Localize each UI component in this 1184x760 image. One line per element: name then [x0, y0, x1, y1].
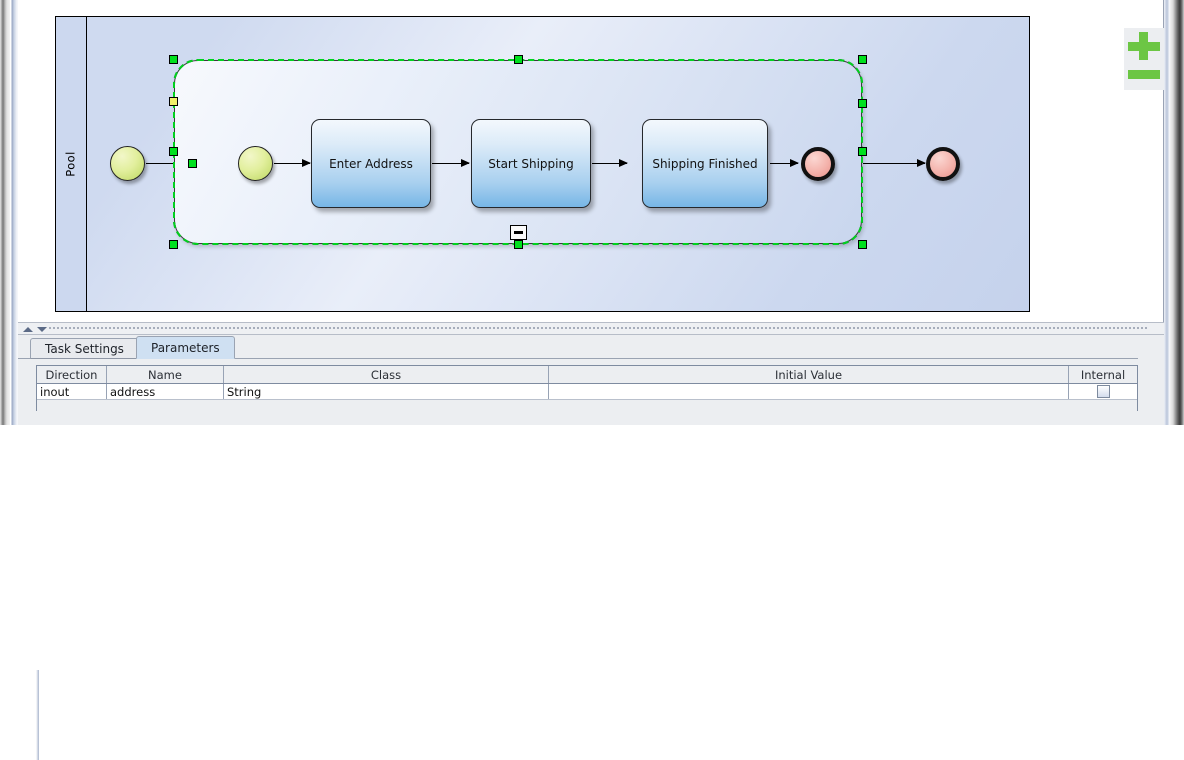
- tab-strip-underline: [18, 358, 1138, 359]
- tab-task-settings[interactable]: Task Settings: [30, 338, 139, 359]
- column-header-initial-value[interactable]: Initial Value: [549, 366, 1069, 383]
- tab-parameters[interactable]: Parameters: [136, 336, 235, 359]
- splitter-grip[interactable]: [48, 326, 1148, 331]
- resize-handle-bottom-left[interactable]: [169, 240, 178, 249]
- label-handle-left[interactable]: [169, 97, 178, 106]
- add-parameter-button[interactable]: [1128, 32, 1160, 60]
- cell-initial-value[interactable]: [549, 384, 1069, 399]
- window-right-border: [1164, 0, 1170, 425]
- connection-handle-entry[interactable]: [188, 159, 197, 168]
- properties-panel: Task Settings Parameters Direction Name …: [18, 335, 1164, 760]
- column-header-class[interactable]: Class: [224, 366, 549, 383]
- resize-handle-middle-right[interactable]: [858, 147, 867, 156]
- pool-label: Pool: [64, 151, 78, 177]
- triangle-up-icon[interactable]: [23, 327, 33, 332]
- resize-handle-bottom-center[interactable]: [514, 240, 523, 249]
- table-row[interactable]: inout address String: [37, 384, 1137, 400]
- parameters-table-header: Direction Name Class Initial Value Inter…: [37, 366, 1137, 384]
- triangle-down-icon[interactable]: [37, 327, 47, 332]
- panel-left-edge: [36, 670, 39, 760]
- resize-handle-top-right[interactable]: [858, 55, 867, 64]
- flow-enter-address-to-start-shipping[interactable]: [432, 157, 470, 169]
- flow-shipping-finished-to-end[interactable]: [770, 157, 799, 169]
- cell-name[interactable]: address: [107, 384, 224, 399]
- flow-subprocess-to-end-event[interactable]: [863, 157, 926, 169]
- resize-handle-middle-left[interactable]: [169, 147, 178, 156]
- cell-direction[interactable]: inout: [37, 384, 107, 399]
- end-event-inner[interactable]: [801, 147, 835, 181]
- task-enter-address[interactable]: Enter Address: [311, 119, 431, 208]
- flow-start-to-enter-address[interactable]: [274, 157, 311, 169]
- table-empty-area: [37, 400, 1137, 412]
- pool-header[interactable]: Pool: [56, 17, 87, 311]
- subprocess-collapse-toggle[interactable]: [510, 225, 527, 240]
- cell-internal[interactable]: [1069, 384, 1137, 399]
- resize-handle-top-left[interactable]: [169, 55, 178, 64]
- diagram-canvas[interactable]: Pool Enter Address Start Shipping Shippi…: [18, 0, 1164, 322]
- column-header-direction[interactable]: Direction: [37, 366, 107, 383]
- flow-start-shipping-to-shipping-finished[interactable]: [592, 157, 628, 169]
- resize-handle-bottom-right[interactable]: [858, 240, 867, 249]
- window-right-scrollbar[interactable]: [1170, 0, 1184, 425]
- parameters-table[interactable]: Direction Name Class Initial Value Inter…: [36, 365, 1138, 412]
- window-left-border: [10, 0, 18, 425]
- window-left-gutter: [0, 0, 10, 425]
- cell-class[interactable]: String: [224, 384, 549, 399]
- start-event-outer[interactable]: [110, 146, 145, 181]
- task-start-shipping[interactable]: Start Shipping: [471, 119, 591, 208]
- task-shipping-finished[interactable]: Shipping Finished: [642, 119, 768, 208]
- column-header-internal[interactable]: Internal: [1080, 367, 1126, 382]
- remove-parameter-button[interactable]: [1128, 70, 1160, 79]
- column-header-name[interactable]: Name: [107, 366, 224, 383]
- internal-checkbox[interactable]: [1096, 385, 1110, 398]
- plus-icon-stem: [1139, 32, 1148, 60]
- minus-icon: [1128, 70, 1160, 79]
- resize-handle-top-center[interactable]: [514, 55, 523, 64]
- start-event-inner[interactable]: [238, 146, 273, 181]
- tab-strip: Task Settings Parameters: [18, 335, 1164, 359]
- end-event-outer[interactable]: [926, 147, 960, 181]
- minus-icon: [514, 231, 523, 234]
- resize-handle-upper-right[interactable]: [858, 99, 867, 108]
